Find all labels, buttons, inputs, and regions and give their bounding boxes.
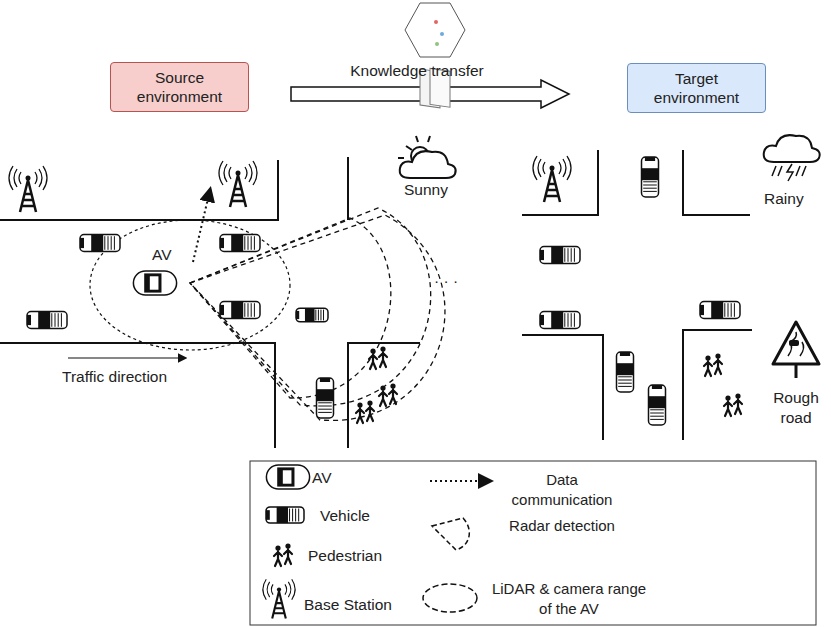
vehicle-icon bbox=[266, 507, 304, 523]
rainy-icon bbox=[764, 135, 820, 181]
box-text: Target environment bbox=[628, 66, 765, 110]
vehicle-icon bbox=[540, 312, 580, 329]
legend-box bbox=[250, 461, 816, 625]
av-icon bbox=[133, 271, 176, 295]
base-station-icon bbox=[263, 579, 295, 618]
free-label: · · · bbox=[434, 271, 458, 291]
base-station-icon bbox=[219, 161, 257, 207]
radar-detection bbox=[190, 208, 445, 420]
sunny-icon bbox=[398, 136, 456, 178]
rough-road-sign bbox=[773, 322, 819, 378]
free-label: Traffic direction bbox=[62, 367, 167, 387]
vehicle-icon bbox=[80, 235, 120, 252]
vehicle-icon bbox=[220, 235, 260, 252]
traffic-arrow bbox=[68, 357, 185, 358]
base-station-icon bbox=[533, 156, 571, 202]
vehicle-icon bbox=[317, 378, 334, 418]
pedestrian-icon bbox=[379, 383, 397, 406]
legend-data-sample bbox=[430, 480, 490, 482]
edge-label: Knowledge transfer bbox=[350, 61, 484, 81]
legend-text: Vehicle bbox=[320, 506, 370, 526]
box-text: Source environment bbox=[111, 65, 248, 109]
free-label: Rough road bbox=[765, 388, 827, 428]
free-label: Rainy bbox=[764, 189, 804, 209]
pedestrian-icon bbox=[369, 346, 387, 369]
vehicle-icon bbox=[700, 302, 740, 319]
pedestrian-icon bbox=[274, 543, 292, 566]
vehicle-icon bbox=[296, 308, 328, 322]
vehicle-icon bbox=[642, 157, 659, 197]
environment-box: Target environment bbox=[627, 63, 766, 113]
legend-text: Base Station bbox=[304, 595, 392, 615]
free-label: AV bbox=[152, 245, 172, 265]
vehicle-icon bbox=[649, 385, 666, 425]
legend-text: AV bbox=[312, 468, 332, 488]
vehicle-icon bbox=[617, 352, 634, 392]
legend-text: Pedestrian bbox=[308, 546, 382, 566]
vehicle-icon bbox=[220, 302, 260, 319]
legend-radar-sample bbox=[432, 518, 469, 550]
knowledge-icon bbox=[405, 3, 465, 108]
base-station-icon bbox=[9, 166, 47, 212]
legend-text: LiDAR & camera range of the AV bbox=[491, 579, 647, 619]
pedestrian-icon bbox=[724, 393, 742, 416]
pedestrian-icon bbox=[356, 400, 374, 423]
environment-box: Source environment bbox=[110, 62, 249, 112]
vehicle-icon bbox=[27, 312, 67, 329]
free-label: Sunny bbox=[404, 180, 448, 200]
vehicle-icon bbox=[540, 247, 580, 264]
legend-text: Data communication bbox=[503, 470, 621, 510]
av-icon bbox=[266, 465, 309, 489]
legend-text: Radar detection bbox=[503, 516, 621, 536]
legend-lidar-sample bbox=[423, 584, 477, 612]
pedestrian-icon bbox=[704, 353, 722, 376]
roads bbox=[0, 150, 752, 448]
data-communication bbox=[193, 190, 210, 262]
